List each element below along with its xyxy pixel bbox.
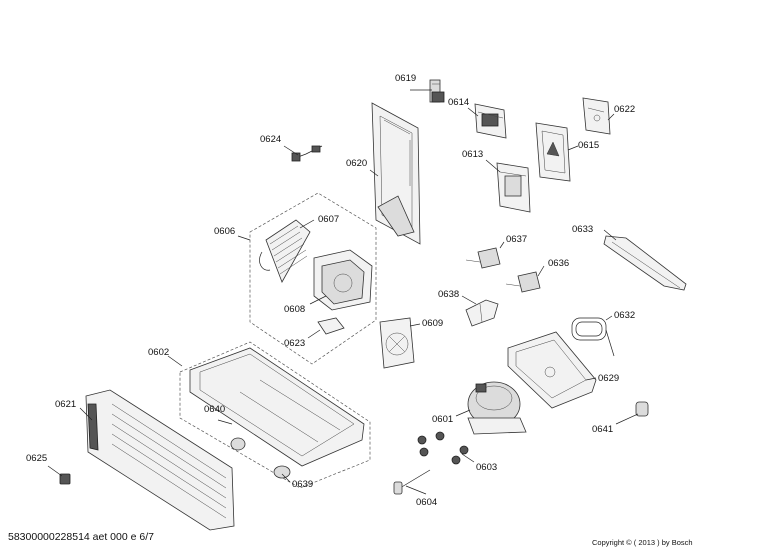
label-0603: 0603 — [476, 462, 497, 473]
label-0625: 0625 — [26, 453, 47, 464]
label-0608: 0608 — [284, 304, 305, 315]
label-0633: 0633 — [572, 224, 593, 235]
compressor-part — [467, 381, 527, 435]
label-0624: 0624 — [260, 134, 281, 145]
label-0604: 0604 — [416, 497, 437, 508]
roller-part — [273, 465, 291, 479]
grommet-part — [635, 401, 649, 417]
connector-part — [429, 79, 445, 103]
label-0606: 0606 — [214, 226, 235, 237]
relay-part-upper — [465, 247, 501, 269]
document-id: 58300000228514 aet 000 e 6/7 — [8, 531, 154, 543]
relay-part-lower — [505, 271, 541, 293]
label-0607: 0607 — [318, 214, 339, 225]
wire-frame-part — [571, 317, 615, 357]
label-0622: 0622 — [614, 104, 635, 115]
back-panel-part — [371, 102, 421, 245]
spacer-part — [230, 437, 246, 451]
fan-housing-part — [313, 249, 373, 311]
bracket-part — [582, 97, 611, 135]
label-0609: 0609 — [422, 318, 443, 329]
cable-part — [291, 145, 323, 162]
label-0636: 0636 — [548, 258, 569, 269]
label-0601: 0601 — [432, 414, 453, 425]
label-0623: 0623 — [284, 338, 305, 349]
label-0632: 0632 — [614, 310, 635, 321]
label-0638: 0638 — [438, 289, 459, 300]
label-0621: 0621 — [55, 399, 76, 410]
label-0619: 0619 — [395, 73, 416, 84]
label-0641: 0641 — [592, 424, 613, 435]
capillary-tube-part — [393, 469, 431, 495]
drip-tray-part — [507, 331, 597, 409]
label-0620: 0620 — [346, 158, 367, 169]
rail-part — [603, 235, 687, 291]
label-0613: 0613 — [462, 149, 483, 160]
fan-part — [379, 317, 415, 369]
part-labels: 0619 0614 0622 0624 0620 0613 0615 0607 … — [26, 73, 635, 508]
label-0637: 0637 — [506, 234, 527, 245]
small-clip-part — [59, 473, 71, 485]
condenser-part — [259, 219, 311, 283]
clip-part — [465, 299, 499, 327]
leader-lines — [47, 89, 639, 495]
electronic-module-part — [496, 162, 531, 213]
label-0602: 0602 — [148, 347, 169, 358]
base-plate-part — [189, 347, 365, 467]
small-bracket-part — [317, 317, 345, 335]
label-0614: 0614 — [448, 97, 469, 108]
grille-part — [85, 389, 235, 531]
label-0639: 0639 — [292, 479, 313, 490]
condenser-group-boundary — [249, 192, 377, 365]
label-0615: 0615 — [578, 140, 599, 151]
control-housing-part — [474, 103, 507, 139]
label-0640: 0640 — [204, 404, 225, 415]
cover-part — [535, 122, 571, 182]
copyright-notice: Copyright © ( 2013 ) by Bosch — [592, 538, 693, 547]
base-group-boundary — [179, 341, 371, 489]
fastener-set-part — [417, 431, 469, 465]
label-0629: 0629 — [598, 373, 619, 384]
